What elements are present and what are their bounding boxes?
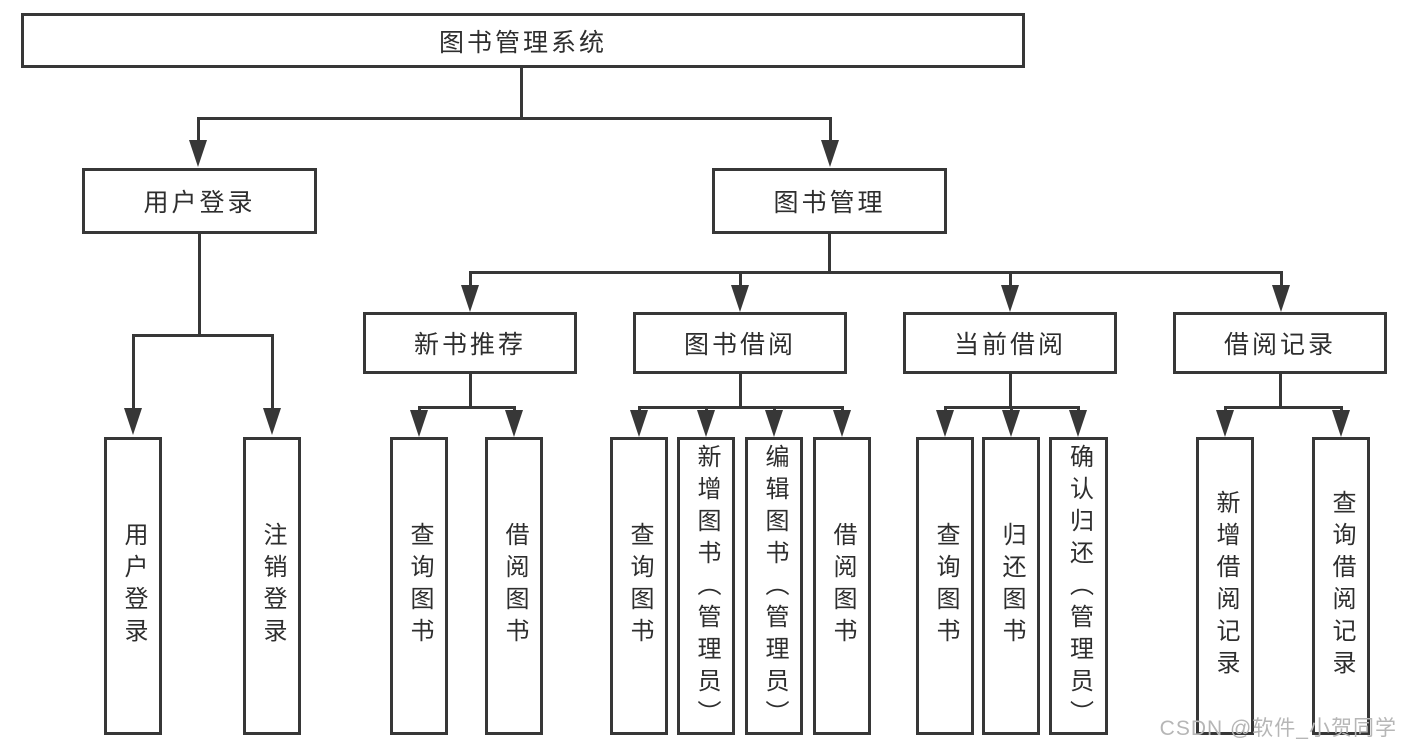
connector-bookborrow-d1 — [638, 406, 641, 412]
leaf-borrow-add-books-admin: 新增图书（管理员） — [677, 437, 735, 735]
leaf-newbook-query-books-label: 查询图书 — [406, 522, 433, 650]
connector-currentborrow-d3 — [1077, 406, 1080, 412]
leaf-borrow-edit-books-admin-label: 编辑图书（管理员） — [761, 444, 788, 732]
connector-userlogin-left-stem — [132, 334, 135, 410]
arrow-down-icon — [936, 410, 954, 437]
connector-root-bar — [197, 117, 832, 120]
connector-bookmgmt-stem — [828, 234, 831, 274]
node-root-system: 图书管理系统 — [21, 13, 1025, 68]
leaf-newbook-borrow-books-label: 借阅图书 — [501, 522, 528, 650]
node-new-book-label: 新书推荐 — [413, 331, 526, 359]
arrow-down-icon — [263, 408, 281, 435]
arrow-down-icon — [697, 410, 715, 437]
arrow-down-icon — [1002, 410, 1020, 437]
leaf-newbook-borrow-books: 借阅图书 — [485, 437, 543, 735]
connector-newbook-drop — [469, 271, 472, 287]
arrow-down-icon — [630, 410, 648, 437]
arrow-down-icon — [1001, 285, 1019, 312]
leaf-current-return-books-label: 归还图书 — [998, 522, 1025, 650]
leaf-user-login: 用户登录 — [104, 437, 162, 735]
connector-userlogin-bar — [132, 334, 274, 337]
connector-bookmgmt-bar — [469, 271, 1283, 274]
connector-currentborrow-stem — [1009, 373, 1012, 408]
arrow-down-icon — [1272, 285, 1290, 312]
leaf-current-return-books: 归还图书 — [982, 437, 1040, 735]
leaf-records-query-record: 查询借阅记录 — [1312, 437, 1370, 735]
connector-newbook-stem — [469, 373, 472, 408]
leaf-newbook-query-books: 查询图书 — [390, 437, 448, 735]
arrow-down-icon — [833, 410, 851, 437]
connector-bookborrow-bar — [638, 406, 844, 409]
node-book-mgmt-label: 图书管理 — [773, 189, 886, 217]
connector-currentborrow-d1 — [944, 406, 947, 412]
arrow-down-icon — [461, 285, 479, 312]
node-book-mgmt: 图书管理 — [712, 168, 947, 234]
arrow-down-icon — [1332, 410, 1350, 437]
connector-newbook-bar — [418, 406, 516, 409]
arrow-down-icon — [410, 410, 428, 437]
connector-root-stem — [520, 68, 523, 120]
connector-userlogin-stem — [198, 234, 201, 336]
leaf-borrow-borrow-books-label: 借阅图书 — [829, 522, 856, 650]
leaf-current-query-books: 查询图书 — [916, 437, 974, 735]
connector-bookborrow-d2 — [705, 406, 708, 412]
connector-bookborrow-d3 — [773, 406, 776, 412]
connector-borrowrecords-drop — [1280, 271, 1283, 287]
node-borrow-records: 借阅记录 — [1173, 312, 1387, 374]
node-root-system-label: 图书管理系统 — [438, 28, 607, 57]
connector-borrowrecords-stem — [1279, 373, 1282, 408]
connector-borrowrecords-d1 — [1224, 406, 1227, 412]
leaf-borrow-query-books: 查询图书 — [610, 437, 668, 735]
leaf-records-add-record: 新增借阅记录 — [1196, 437, 1254, 735]
connector-currentborrow-drop — [1009, 271, 1012, 287]
leaf-records-add-record-label: 新增借阅记录 — [1212, 490, 1239, 682]
arrow-down-icon — [124, 408, 142, 435]
arrow-down-icon — [765, 410, 783, 437]
leaf-borrow-borrow-books: 借阅图书 — [813, 437, 871, 735]
node-user-login: 用户登录 — [82, 168, 317, 234]
connector-bookborrow-stem — [739, 373, 742, 408]
arrow-down-icon — [189, 140, 207, 167]
connector-userlogin-right-stem — [271, 334, 274, 410]
arrow-down-icon — [1069, 410, 1087, 437]
connector-currentborrow-d2 — [1010, 406, 1013, 412]
node-new-book: 新书推荐 — [363, 312, 577, 374]
connector-bookborrow-d4 — [841, 406, 844, 412]
connector-bookborrow-drop — [739, 271, 742, 287]
node-user-login-label: 用户登录 — [143, 189, 256, 217]
connector-borrowrecords-d2 — [1340, 406, 1343, 412]
leaf-logout-login: 注销登录 — [243, 437, 301, 735]
connector-newbook-d2 — [513, 406, 516, 412]
arrow-down-icon — [821, 140, 839, 167]
leaf-current-query-books-label: 查询图书 — [932, 522, 959, 650]
arrow-down-icon — [1216, 410, 1234, 437]
csdn-watermark: CSDN @软件_小贺同学 — [1159, 717, 1397, 740]
node-current-borrow-label: 当前借阅 — [953, 331, 1066, 359]
connector-newbook-d1 — [418, 406, 421, 412]
arrow-down-icon — [505, 410, 523, 437]
connector-root-left-stem — [197, 117, 200, 143]
leaf-current-confirm-return-admin: 确认归还（管理员） — [1049, 437, 1108, 735]
leaf-borrow-add-books-admin-label: 新增图书（管理员） — [693, 444, 720, 732]
connector-root-right-stem — [829, 117, 832, 143]
leaf-records-query-record-label: 查询借阅记录 — [1328, 490, 1355, 682]
leaf-user-login-label: 用户登录 — [120, 522, 147, 650]
node-book-borrow: 图书借阅 — [633, 312, 847, 374]
leaf-current-confirm-return-admin-label: 确认归还（管理员） — [1065, 444, 1093, 732]
node-book-borrow-label: 图书借阅 — [683, 331, 796, 359]
node-current-borrow: 当前借阅 — [903, 312, 1117, 374]
connector-borrowrecords-bar — [1224, 406, 1343, 409]
leaf-logout-login-label: 注销登录 — [259, 522, 286, 650]
leaf-borrow-edit-books-admin: 编辑图书（管理员） — [745, 437, 803, 735]
leaf-borrow-query-books-label: 查询图书 — [626, 522, 653, 650]
node-borrow-records-label: 借阅记录 — [1223, 331, 1336, 359]
arrow-down-icon — [731, 285, 749, 312]
